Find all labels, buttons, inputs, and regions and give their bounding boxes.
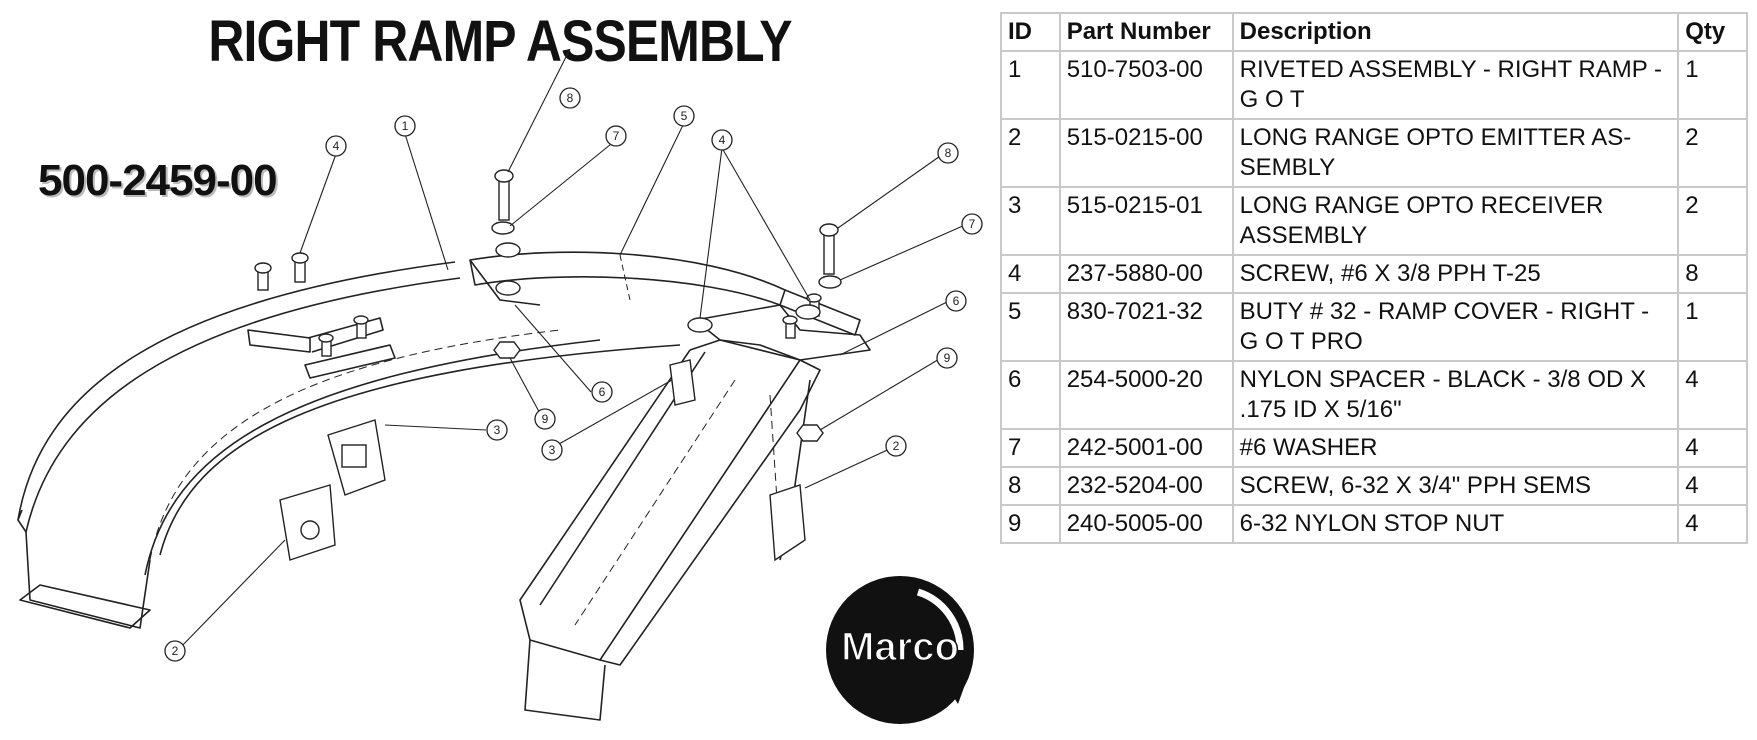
cell-id: 6 — [1000, 360, 1061, 430]
svg-text:7: 7 — [969, 217, 976, 231]
header-qty: Qty — [1677, 12, 1748, 52]
ramp-left-outer-wall — [17, 261, 456, 521]
cell-description: NYLON SPACER - BLACK - 3/8 OD X .175 ID … — [1231, 360, 1680, 430]
cell-part-number: 240-5005-00 — [1058, 504, 1234, 544]
cell-description: LONG RANGE OPTO RECEIVER ASSEMBLY — [1231, 186, 1680, 256]
svg-text:4: 4 — [719, 133, 726, 147]
cell-description: SCREW, #6 X 3/8 PPH T-25 — [1231, 254, 1680, 294]
cell-qty: 2 — [1677, 118, 1748, 188]
cell-part-number: 830-7021-32 — [1058, 292, 1234, 362]
table-row: 4 237-5880-00 SCREW, #6 X 3/8 PPH T-25 8 — [1000, 254, 1748, 294]
table-row: 7 242-5001-00 #6 WASHER 4 — [1000, 428, 1748, 468]
callout-8: 8 — [559, 87, 581, 109]
table-row: 2 515-0215-00 LONG RANGE OPTO EMITTER AS… — [1000, 118, 1748, 188]
cell-part-number: 242-5001-00 — [1058, 428, 1234, 468]
callout-bubbles: 1 4 8 7 5 4 8 7 6 9 2 6 9 3 3 2 — [164, 87, 983, 662]
exploded-assembly-diagram: 1 4 8 7 5 4 8 7 6 9 2 6 9 3 3 2 — [17, 48, 983, 721]
callout-2: 2 — [885, 435, 907, 457]
callout-2: 2 — [164, 640, 186, 662]
svg-text:7: 7 — [613, 129, 620, 143]
cell-part-number: 254-5000-20 — [1058, 360, 1234, 430]
marco-logo: Marco — [826, 576, 974, 724]
cell-qty: 4 — [1677, 504, 1748, 544]
logo-text: Marco — [841, 625, 959, 669]
cell-description: 6-32 NYLON STOP NUT — [1231, 504, 1680, 544]
cell-qty: 4 — [1677, 428, 1748, 468]
cell-qty: 1 — [1677, 292, 1748, 362]
svg-text:9: 9 — [542, 412, 549, 426]
cell-description: BUTY # 32 - RAMP COVER - RIGHT - G O T P… — [1231, 292, 1680, 362]
cell-description: LONG RANGE OPTO EMITTER AS-SEMBLY — [1231, 118, 1680, 188]
cell-id: 7 — [1000, 428, 1061, 468]
cell-id: 5 — [1000, 292, 1061, 362]
ramp-left-end-plate — [19, 584, 151, 629]
svg-text:5: 5 — [681, 109, 688, 123]
header-id: ID — [1000, 12, 1061, 52]
cell-description: RIVETED ASSEMBLY - RIGHT RAMP - G O T — [1231, 50, 1680, 120]
cell-part-number: 237-5880-00 — [1058, 254, 1234, 294]
logo-circle — [826, 576, 974, 724]
svg-text:6: 6 — [953, 294, 960, 308]
cell-part-number: 510-7503-00 — [1058, 50, 1234, 120]
callout-3: 3 — [541, 439, 563, 461]
callout-9: 9 — [936, 347, 958, 369]
callout-7: 7 — [605, 125, 627, 147]
table-row: 5 830-7021-32 BUTY # 32 - RAMP COVER - R… — [1000, 292, 1748, 362]
cell-part-number: 232-5204-00 — [1058, 466, 1234, 506]
svg-text:2: 2 — [893, 439, 900, 453]
svg-text:4: 4 — [333, 139, 340, 153]
table-row: 9 240-5005-00 6-32 NYLON STOP NUT 4 — [1000, 504, 1748, 544]
cell-description: #6 WASHER — [1231, 428, 1680, 468]
svg-text:9: 9 — [944, 351, 951, 365]
cell-qty: 2 — [1677, 186, 1748, 256]
table-row: 1 510-7503-00 RIVETED ASSEMBLY - RIGHT R… — [1000, 50, 1748, 120]
callout-1: 1 — [394, 115, 416, 137]
callout-8: 8 — [937, 142, 959, 164]
cell-qty: 8 — [1677, 254, 1748, 294]
svg-text:8: 8 — [567, 91, 574, 105]
washer-spacer-nut-hardware — [491, 221, 842, 442]
parts-list-table: ID Part Number Description Qty 1 510-750… — [1000, 12, 1748, 544]
cell-id: 3 — [1000, 186, 1061, 256]
cell-id: 4 — [1000, 254, 1061, 294]
svg-text:1: 1 — [402, 119, 409, 133]
header-part-number: Part Number — [1058, 12, 1234, 52]
svg-text:3: 3 — [494, 423, 501, 437]
callout-6: 6 — [945, 290, 967, 312]
cell-qty: 4 — [1677, 466, 1748, 506]
header-description: Description — [1231, 12, 1680, 52]
callout-7: 7 — [961, 213, 983, 235]
cell-qty: 1 — [1677, 50, 1748, 120]
ramp-right-arm — [519, 349, 801, 661]
assembly-part-number: 500-2459-00 — [38, 156, 278, 205]
svg-text:8: 8 — [945, 146, 952, 160]
cell-part-number: 515-0215-00 — [1058, 118, 1234, 188]
callout-9: 9 — [534, 408, 556, 430]
callout-5: 5 — [673, 105, 695, 127]
cell-qty: 4 — [1677, 360, 1748, 430]
callout-4: 4 — [711, 129, 733, 151]
callout-6: 6 — [591, 381, 613, 403]
table-header-row: ID Part Number Description Qty — [1000, 12, 1748, 52]
opto-assemblies — [279, 359, 806, 562]
logo-arc — [916, 588, 964, 651]
svg-text:2: 2 — [172, 644, 179, 658]
page-title: RIGHT RAMP ASSEMBLY — [208, 9, 792, 74]
ramp-cover — [469, 251, 786, 306]
cell-id: 9 — [1000, 504, 1061, 544]
cell-id: 1 — [1000, 50, 1061, 120]
callout-4: 4 — [325, 135, 347, 157]
cell-description: SCREW, 6-32 X 3/4" PPH SEMS — [1231, 466, 1680, 506]
table-row: 3 515-0215-01 LONG RANGE OPTO RECEIVER A… — [1000, 186, 1748, 256]
table-row: 6 254-5000-20 NYLON SPACER - BLACK - 3/8… — [1000, 360, 1748, 430]
callout-3: 3 — [486, 419, 508, 441]
svg-text:3: 3 — [549, 443, 556, 457]
cell-id: 2 — [1000, 118, 1061, 188]
table-row: 8 232-5204-00 SCREW, 6-32 X 3/4" PPH SEM… — [1000, 466, 1748, 506]
svg-text:6: 6 — [599, 385, 606, 399]
cell-part-number: 515-0215-01 — [1058, 186, 1234, 256]
cell-id: 8 — [1000, 466, 1061, 506]
